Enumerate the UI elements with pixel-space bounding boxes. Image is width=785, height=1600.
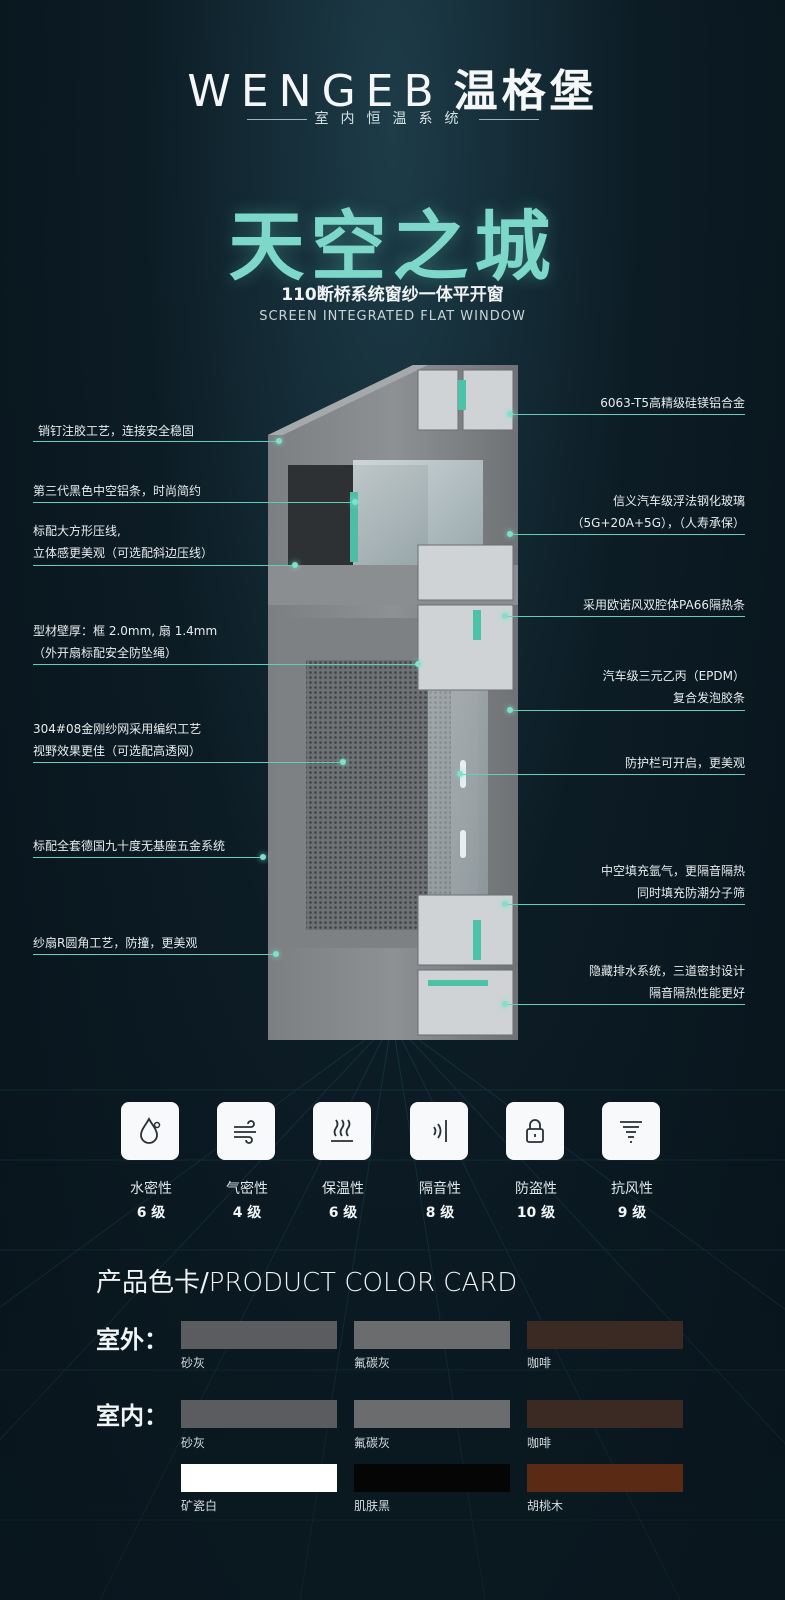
swatch-label: 砂灰 (181, 1436, 206, 1450)
outdoor-label: 室外： (96, 1326, 168, 1354)
color-card-title: 产品色卡/PRODUCT COLOR CARD (96, 1268, 518, 1298)
annotation-round-corner: 纱扇R圆角工艺，防撞，更美观 (33, 936, 198, 950)
annotation-dot (260, 854, 266, 860)
annotation-dot (502, 613, 508, 619)
feature-water: 水密性 6 级 (121, 1102, 181, 1222)
swatch-indoor-coffee[interactable] (527, 1400, 683, 1428)
annotation-drainage: 隐藏排水系统，三道密封设计隔音隔热性能更好 (588, 964, 745, 1000)
wind-icon (217, 1102, 275, 1160)
annotation-dot (352, 499, 358, 505)
annotation-dot (340, 759, 346, 765)
annotation-dot (507, 411, 513, 417)
annotation-dot (292, 562, 298, 568)
annotation-spacer: 第三代黑色中空铝条，时尚简约 (33, 484, 202, 498)
annotation-dot (415, 661, 421, 667)
annotation-mesh: 304#08金刚纱网采用编织工艺视野效果更佳（可选配高透网） (33, 722, 202, 758)
swatch-label: 氟碳灰 (354, 1436, 391, 1450)
water-drop-icon (121, 1102, 179, 1160)
window-profile-illustration (268, 365, 518, 1040)
annotation-dot (273, 951, 279, 957)
swatch-label: 胡桃木 (527, 1499, 564, 1513)
sound-icon (410, 1102, 468, 1160)
annotation-dot (502, 901, 508, 907)
heat-icon (313, 1102, 371, 1160)
background-grid (0, 980, 785, 1600)
annotation-wall-thickness: 型材壁厚：框 2.0mm, 扇 1.4mm（外开扇标配安全防坠绳） (33, 624, 218, 660)
feature-wind: 抗风性 9 级 (602, 1102, 662, 1222)
indoor-label: 室内： (96, 1402, 168, 1430)
feature-security: 防盗性 10 级 (506, 1102, 566, 1222)
swatch-label: 肌肤黑 (354, 1499, 391, 1513)
swatch-label: 氟碳灰 (354, 1356, 391, 1370)
annotation-bead: 标配大方形压线,立体感更美观（可选配斜边压线） (33, 524, 214, 560)
annotation-guardrail: 防护栏可开启，更美观 (624, 756, 745, 770)
swatch-indoor-sand-grey[interactable] (181, 1400, 337, 1428)
swatch-label: 砂灰 (181, 1356, 206, 1370)
swatch-indoor-porcelain-white[interactable] (181, 1464, 337, 1492)
hero-title: 天空之城 (228, 202, 557, 291)
feature-heat: 保温性 6 级 (313, 1102, 373, 1222)
brand-tagline: 室内恒温系统 (0, 108, 785, 128)
annotation-dot (507, 531, 513, 537)
annotation-dot (507, 707, 513, 713)
swatch-indoor-walnut[interactable] (527, 1464, 683, 1492)
annotation-pin-glue: 销钉注胶工艺，连接安全稳固 (38, 424, 195, 438)
swatch-outdoor-sand-grey[interactable] (181, 1321, 337, 1349)
swatch-label: 咖啡 (527, 1436, 552, 1450)
swatch-outdoor-coffee[interactable] (527, 1321, 683, 1349)
swatch-indoor-skin-black[interactable] (354, 1464, 510, 1492)
swatch-outdoor-fluorocarbon-grey[interactable] (354, 1321, 510, 1349)
annotation-glass: 信义汽车级浮法钢化玻璃（5G+20A+5G），（人寿承保） (571, 494, 745, 530)
swatch-label: 矿瓷白 (181, 1499, 218, 1513)
annotation-argon: 中空填充氩气，更隔音隔热同时填充防潮分子筛 (600, 864, 745, 900)
annotation-thermal-strip: 采用欧诺风双腔体PA66隔热条 (583, 598, 745, 612)
annotation-dot (276, 438, 282, 444)
swatch-indoor-fluorocarbon-grey[interactable] (354, 1400, 510, 1428)
annotation-epdm: 汽车级三元乙丙（EPDM）复合发泡胶条 (602, 669, 745, 705)
hero-subtitle: 110断桥系统窗纱一体平开窗 (281, 285, 504, 305)
annotation-alloy: 6063-T5高精级硅镁铝合金 (600, 396, 745, 410)
annotation-hardware: 标配全套德国九十度无基座五金系统 (33, 839, 226, 853)
tornado-icon (602, 1102, 660, 1160)
lock-icon (506, 1102, 564, 1160)
feature-air: 气密性 4 级 (217, 1102, 277, 1222)
annotation-dot (457, 771, 463, 777)
annotation-dot (502, 1001, 508, 1007)
feature-sound: 隔音性 8 级 (410, 1102, 470, 1222)
swatch-label: 咖啡 (527, 1356, 552, 1370)
hero-subtitle-en: SCREEN INTEGRATED FLAT WINDOW (259, 309, 526, 324)
